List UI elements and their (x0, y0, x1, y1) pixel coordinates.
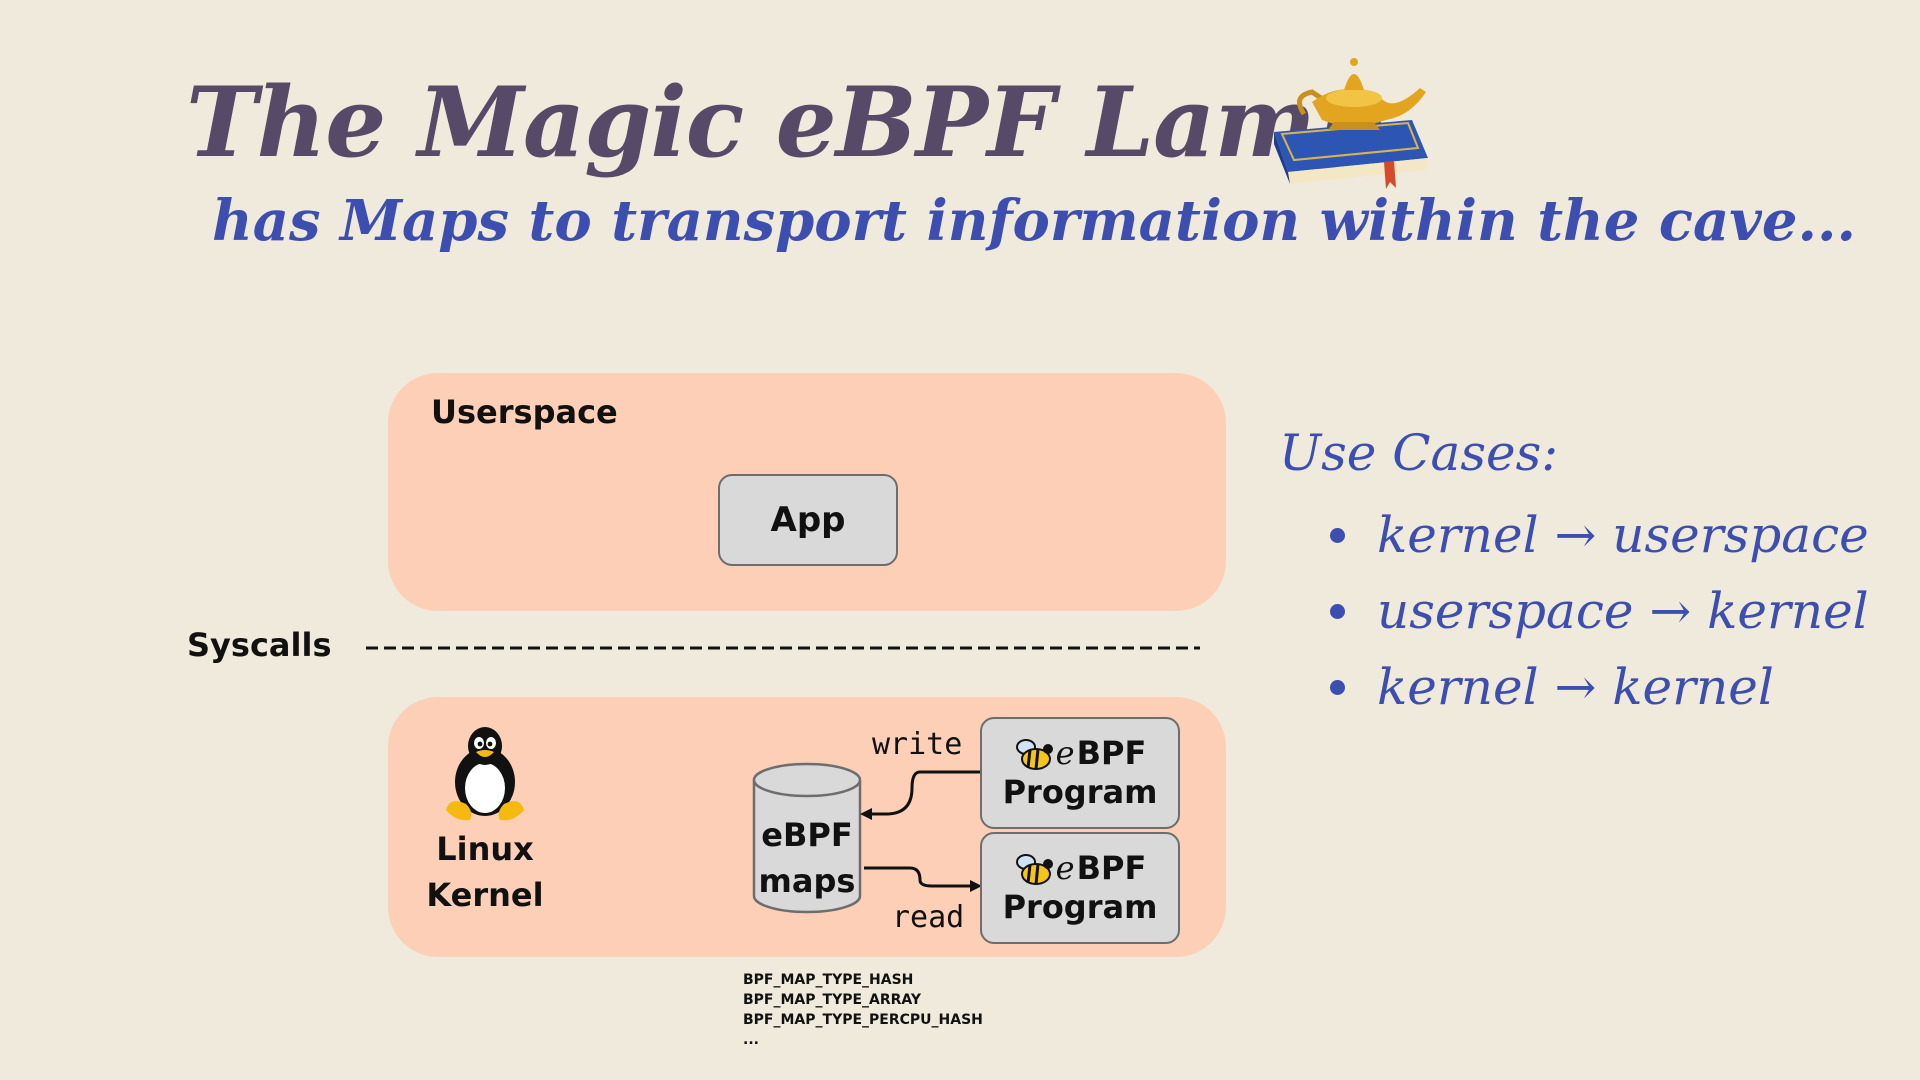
program-label: Program (1002, 888, 1158, 926)
use-case-item: kernel → kernel (1330, 649, 1869, 725)
write-label: write (872, 727, 963, 762)
ebpf-maps-line2: maps (758, 862, 856, 900)
bullet-icon (1330, 679, 1345, 695)
syscalls-label: Syscalls (187, 626, 332, 664)
ebpf-bee-icon (1015, 739, 1053, 770)
program-label: Program (1002, 773, 1158, 811)
map-type-item: BPF_MAP_TYPE_ARRAY (743, 992, 922, 1008)
ebpf-maps-cylinder (752, 762, 862, 914)
map-type-item: ... (743, 1032, 759, 1048)
use-case-text: userspace → kernel (1377, 582, 1869, 640)
use-case-item: kernel → userspace (1330, 497, 1869, 573)
linux-kernel-line2: Kernel (426, 876, 544, 914)
ebpf-maps-label: eBPF maps (752, 812, 862, 904)
bullet-icon (1330, 603, 1345, 619)
ebpf-bee-icon (1015, 854, 1053, 885)
ebpf-logo-e: e (1055, 734, 1075, 773)
use-case-item: userspace → kernel (1330, 573, 1869, 649)
map-type-item: BPF_MAP_TYPE_HASH (743, 972, 914, 988)
slide-title: The Magic eBPF Lamp (186, 66, 1382, 179)
app-label: App (770, 500, 846, 540)
syscalls-divider (366, 646, 1200, 650)
ebpf-logo-e: e (1055, 849, 1075, 888)
magic-lamp-book-icon (1274, 58, 1428, 189)
tux-penguin-icon (446, 727, 524, 821)
ebpf-logo-bpf: BPF (1076, 849, 1147, 888)
use-cases-title: Use Cases: (1279, 424, 1559, 482)
slide-subtitle: has Maps to transport information within… (212, 188, 1856, 254)
read-label: read (892, 900, 965, 935)
linux-kernel-line1: Linux (436, 830, 534, 868)
map-types-list: BPF_MAP_TYPE_HASH BPF_MAP_TYPE_ARRAY BPF… (743, 970, 983, 1050)
bullet-icon (1330, 527, 1345, 543)
ebpf-logo-bpf: BPF (1076, 734, 1147, 773)
use-case-text: kernel → kernel (1377, 658, 1774, 716)
map-type-item: BPF_MAP_TYPE_PERCPU_HASH (743, 1012, 983, 1028)
userspace-label: Userspace (431, 393, 618, 431)
use-cases-list: kernel → userspace userspace → kernel ke… (1330, 497, 1869, 725)
app-node: App (718, 474, 898, 566)
read-write-arrows (860, 770, 982, 892)
linux-kernel-label: Linux Kernel (418, 826, 552, 918)
ebpf-maps-line1: eBPF (761, 816, 853, 854)
use-case-text: kernel → userspace (1377, 506, 1869, 564)
